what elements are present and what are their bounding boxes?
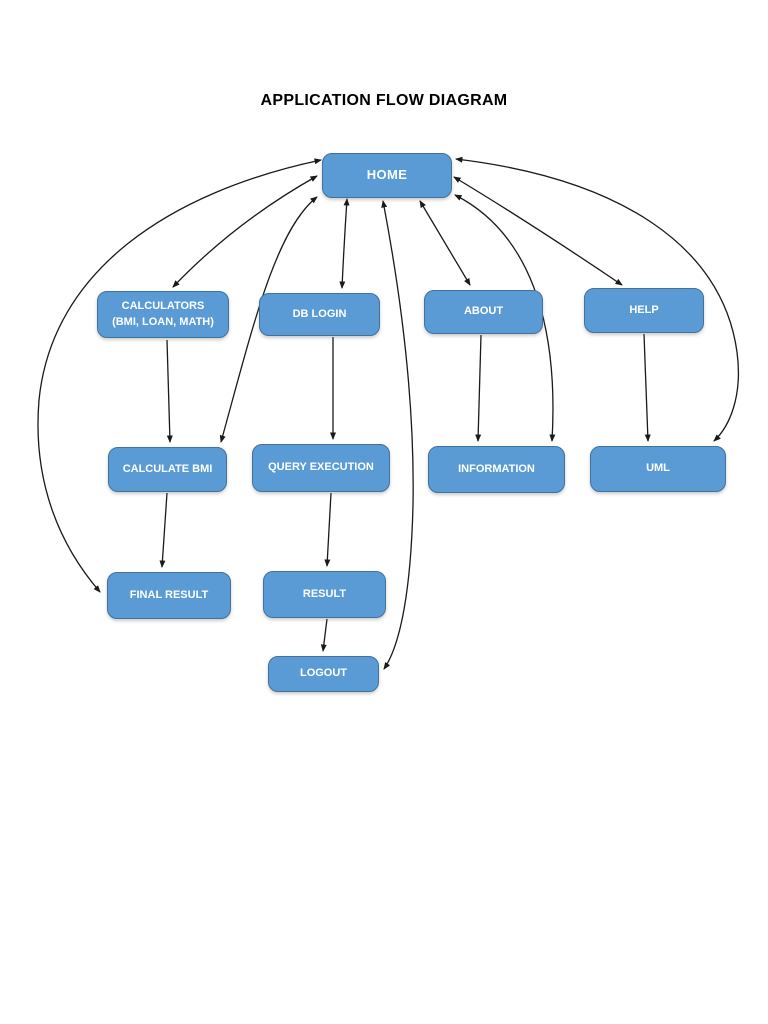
node-information: INFORMATION — [428, 446, 565, 493]
edge-calculators-calculate-bmi — [166, 339, 173, 443]
node-label: HOME — [366, 167, 408, 183]
edge-home-uml — [455, 156, 740, 442]
node-calculate-bmi: CALCULATE BMI — [108, 447, 227, 492]
node-logout: LOGOUT — [268, 656, 379, 692]
edge-home-logout — [381, 200, 414, 670]
edge-result-logout — [320, 618, 328, 652]
node-label: UML — [646, 462, 670, 475]
edge-help-uml — [643, 333, 651, 442]
node-label: QUERY EXECUTION — [268, 461, 374, 474]
node-query-execution: QUERY EXECUTION — [252, 444, 390, 492]
node-label: LOGOUT — [299, 667, 348, 680]
node-label: INFORMATION — [458, 462, 535, 475]
node-home: HOME — [322, 153, 452, 198]
edge-home-final-result — [37, 158, 322, 593]
edge-calculate-bmi-final-result — [159, 492, 168, 568]
node-about: ABOUT — [424, 290, 543, 334]
node-calculators: CALCULATORS (BMI, LOAN, MATH) — [97, 291, 229, 338]
node-label: CALCULATORS — [121, 299, 205, 312]
node-final-result: FINAL RESULT — [107, 572, 231, 619]
node-label: DB LOGIN — [292, 307, 347, 320]
node-uml: UML — [590, 446, 726, 492]
edge-query-execution-result — [324, 492, 332, 567]
node-label: HELP — [629, 303, 659, 316]
node-label: CALCULATE BMI — [122, 462, 213, 475]
node-db-login: DB LOGIN — [259, 293, 380, 336]
node-label: ABOUT — [463, 305, 504, 318]
diagram-title: APPLICATION FLOW DIAGRAM — [260, 92, 508, 109]
node-result: RESULT — [263, 571, 386, 618]
node-label: FINAL RESULT — [129, 588, 209, 601]
node-label: RESULT — [302, 587, 347, 600]
node-label: (BMI, LOAN, MATH) — [112, 315, 214, 328]
node-help: HELP — [584, 288, 704, 333]
edge-home-db-login — [339, 198, 350, 289]
edge-about-information — [475, 334, 482, 442]
